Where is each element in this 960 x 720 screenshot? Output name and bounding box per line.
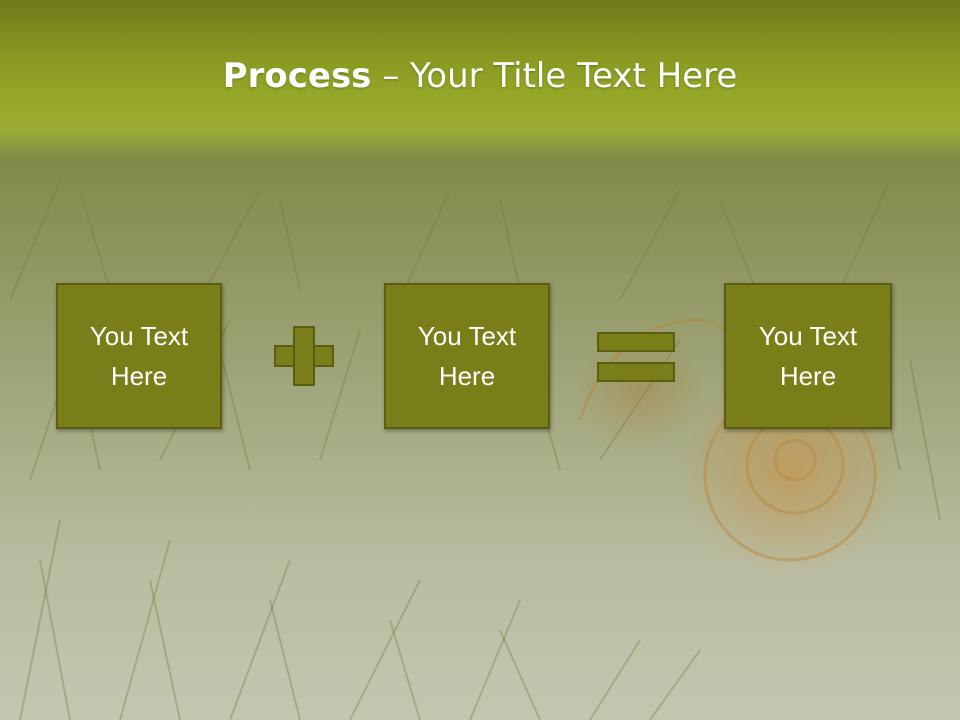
process-box-3[interactable]: You Text Here [724, 283, 892, 429]
header-band [0, 0, 960, 160]
title-text: – Your Title Text Here [371, 56, 738, 96]
process-box-2[interactable]: You Text Here [384, 283, 550, 429]
process-box-1-text: You Text Here [89, 321, 189, 391]
process-box-3-text: You Text Here [758, 321, 858, 391]
process-box-1[interactable]: You Text Here [56, 283, 222, 429]
equals-icon [597, 332, 675, 384]
process-box-2-text: You Text Here [417, 321, 517, 391]
title-bold: Process [222, 56, 372, 96]
plus-icon [274, 326, 334, 386]
slide-title[interactable]: Process – Your Title Text Here [0, 52, 960, 100]
